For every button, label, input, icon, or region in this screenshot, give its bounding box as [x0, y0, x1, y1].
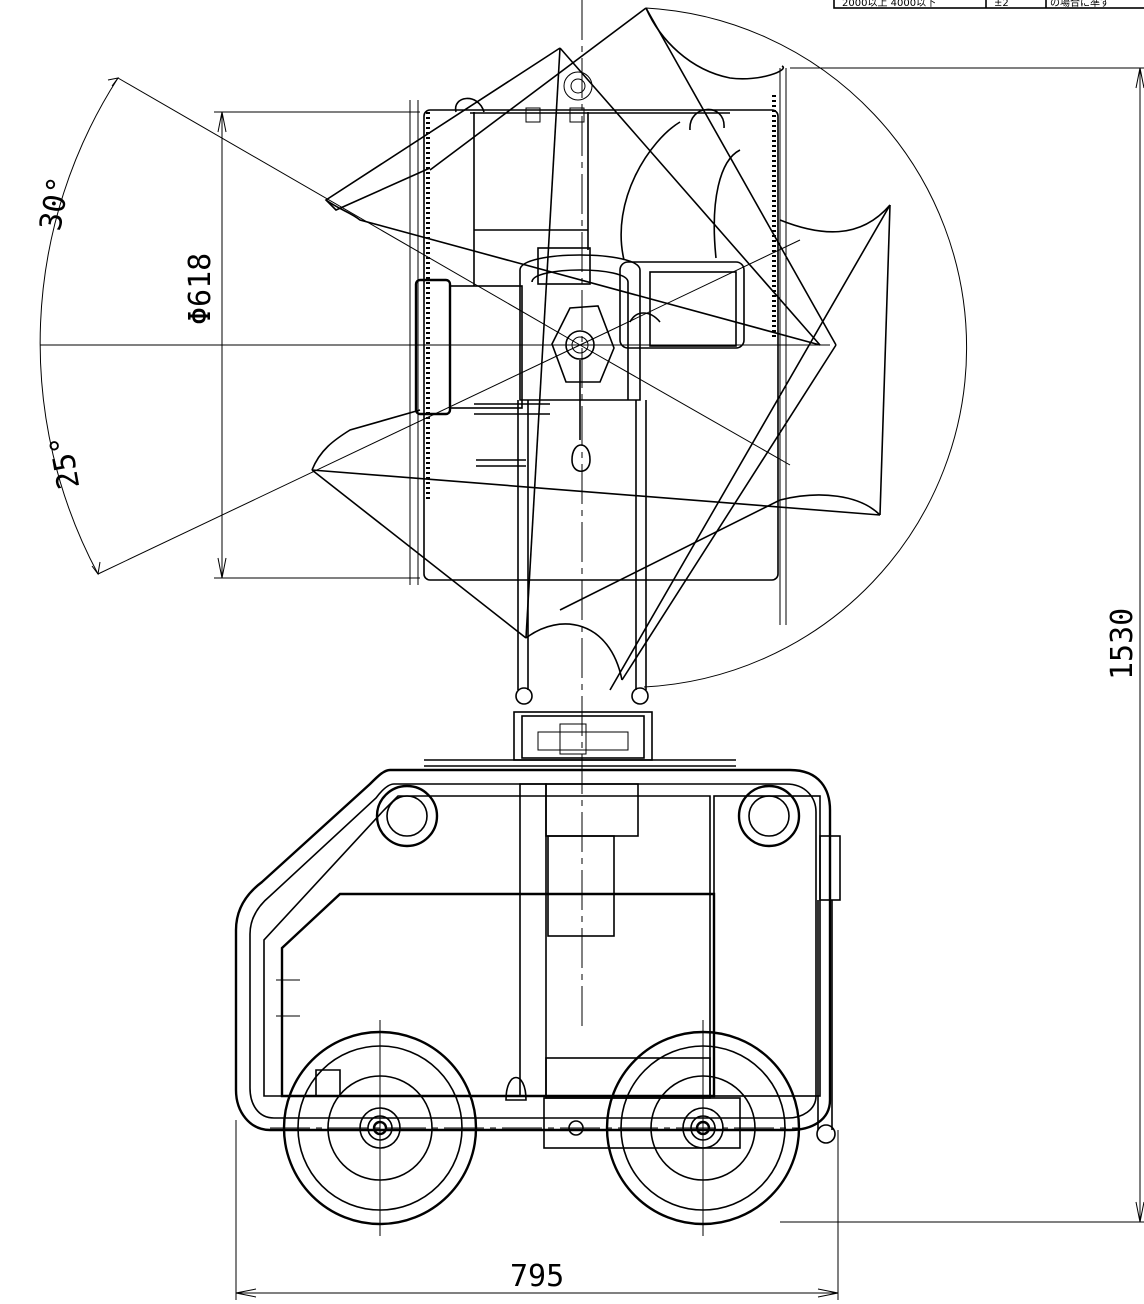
angle-upper-text: 30°	[33, 174, 77, 233]
dimension-total-height: 1530	[780, 67, 1144, 1223]
dim-height-text: 1530	[1105, 608, 1140, 680]
wheel-center-lines	[270, 1020, 800, 1236]
fan-guard	[409, 68, 787, 625]
title-block-range: 2000以上 4000以下	[842, 0, 936, 9]
fan-swing-envelope	[39, 7, 968, 688]
dim-width-text: 795	[510, 1259, 564, 1294]
title-block-fragment: 2000以上 4000以下 ±2 の場合に準ず	[833, 0, 1144, 9]
dim-diameter-text: Φ618	[183, 253, 218, 325]
fan-motor	[414, 71, 745, 473]
dimension-diameter: Φ618	[183, 111, 420, 579]
center-lines	[40, 0, 830, 1030]
angle-lower-text: 25°	[43, 432, 87, 491]
dimension-total-width: 795	[235, 1120, 839, 1300]
fan-tilted-guard	[311, 7, 891, 691]
carriage-frame	[234, 759, 841, 1149]
title-block-note: の場合に準ず	[1050, 0, 1110, 9]
title-block-tolerance: ±2	[994, 0, 1009, 9]
angle-labels: 30° 25°	[33, 174, 87, 492]
mast	[513, 400, 653, 761]
